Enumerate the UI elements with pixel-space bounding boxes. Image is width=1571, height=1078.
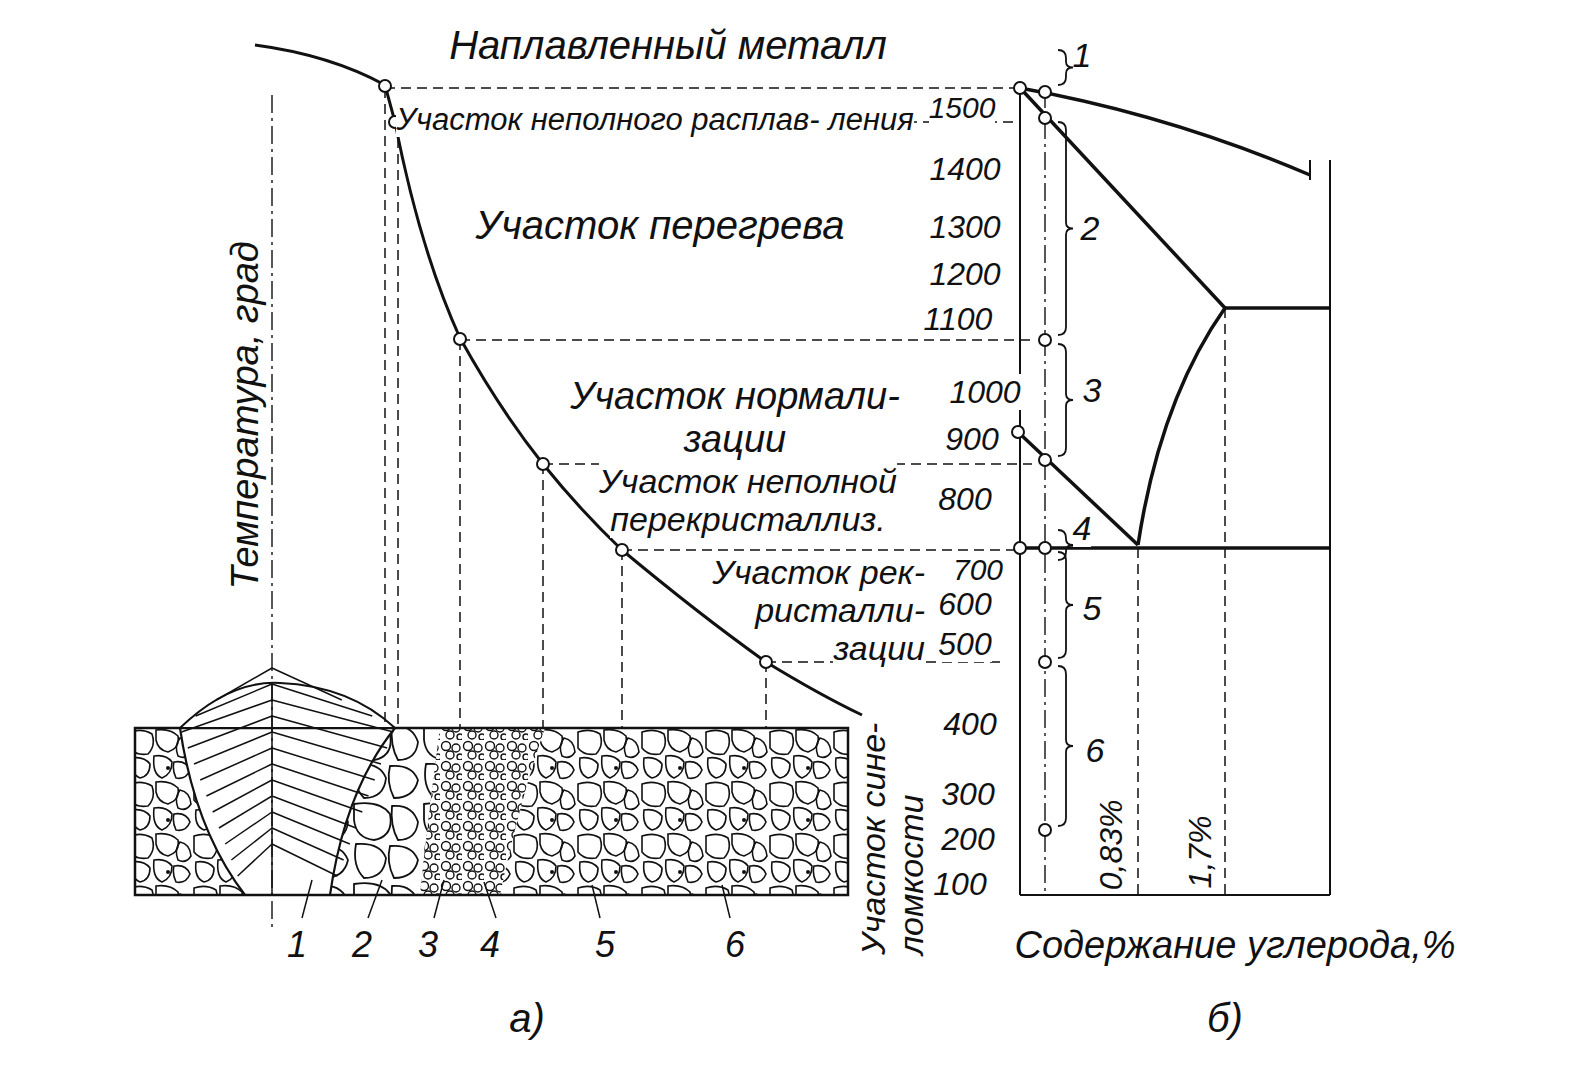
zone-number: 4: [1073, 509, 1092, 547]
weld-metal-label: Наплавленный металл: [449, 23, 887, 68]
callout-number: 3: [418, 925, 438, 965]
crystal-stroke: [272, 828, 344, 860]
crystal-stroke: [272, 700, 393, 732]
callout-number: 6: [725, 925, 745, 965]
zone-brace: [1058, 552, 1073, 658]
crystal-stroke: [194, 732, 272, 764]
zone-label: Участок рек- ристалли- зации: [675, 553, 925, 667]
temperature-tick: 700: [953, 553, 1003, 587]
crystal-stroke: [272, 780, 362, 812]
temperature-tick: 300: [941, 777, 994, 813]
carbon-value: 1,7%: [1182, 816, 1218, 889]
zone-brace: [1058, 122, 1073, 335]
zone-brace: [1058, 666, 1073, 826]
zone-label: Участок неполной перекристаллиз.: [558, 462, 938, 538]
zone-label: Участок нормали- зации: [515, 375, 955, 460]
part-letter: б): [1207, 996, 1243, 1041]
callout-number: 2: [352, 925, 372, 965]
crystal-stroke: [238, 844, 272, 876]
zone-label: Участок перегрева: [476, 203, 845, 248]
temperature-tick: 100: [933, 867, 986, 903]
crystal-stroke: [182, 700, 272, 732]
zone-number: 5: [1083, 589, 1102, 627]
temperature-tick: 600: [938, 587, 991, 623]
crystal-stroke: [206, 764, 272, 796]
zone-number: 2: [1081, 209, 1100, 247]
axis-title: Температура, град: [224, 241, 267, 589]
zone-number: 1: [1073, 36, 1092, 74]
temperature-tick: 500: [938, 627, 991, 663]
callout-number: 4: [480, 925, 500, 965]
crystal-stroke: [272, 812, 350, 844]
temperature-tick: 1100: [924, 302, 993, 338]
temperature-tick: 1000: [949, 375, 1020, 411]
temperature-tick: 1200: [929, 257, 1000, 293]
temperature-tick: 800: [938, 482, 991, 518]
zone-brace: [1058, 344, 1073, 456]
axis-title: Содержание углерода,%: [1014, 924, 1455, 967]
carbon-value: 0,83%: [1094, 800, 1130, 891]
crystal-stroke: [272, 684, 372, 716]
crystal-stroke: [272, 716, 387, 748]
crystal-stroke: [219, 796, 272, 828]
temperature-tick: 200: [941, 822, 994, 858]
crystal-stroke: [188, 716, 272, 748]
crystal-stroke: [225, 812, 272, 844]
crystal-stroke: [272, 844, 337, 876]
temperature-tick: 1300: [929, 210, 1000, 246]
callout-number: 1: [287, 925, 307, 965]
crystal-stroke: [231, 828, 272, 860]
temperature-tick: 1500: [929, 91, 996, 125]
crystal-stroke: [272, 732, 381, 764]
crystal-stroke: [213, 780, 272, 812]
temperature-tick: 1400: [929, 152, 1000, 188]
zone-brace: [1058, 50, 1073, 85]
zone-number: 6: [1086, 731, 1105, 769]
zone-label: Участок неполного расплав- ления: [385, 103, 925, 138]
crystal-stroke: [272, 764, 369, 796]
temperature-tick: 900: [945, 422, 998, 458]
crystal-stroke: [196, 684, 272, 716]
temperature-tick: 400: [943, 707, 996, 743]
zone-label: Участок сине- ломкости: [854, 705, 930, 955]
crystal-stroke: [272, 796, 356, 828]
callout-number: 5: [595, 925, 615, 965]
crystal-stroke: [272, 748, 375, 780]
zone-number: 3: [1083, 371, 1102, 409]
crystal-stroke: [200, 748, 272, 780]
part-letter: а): [509, 996, 545, 1041]
